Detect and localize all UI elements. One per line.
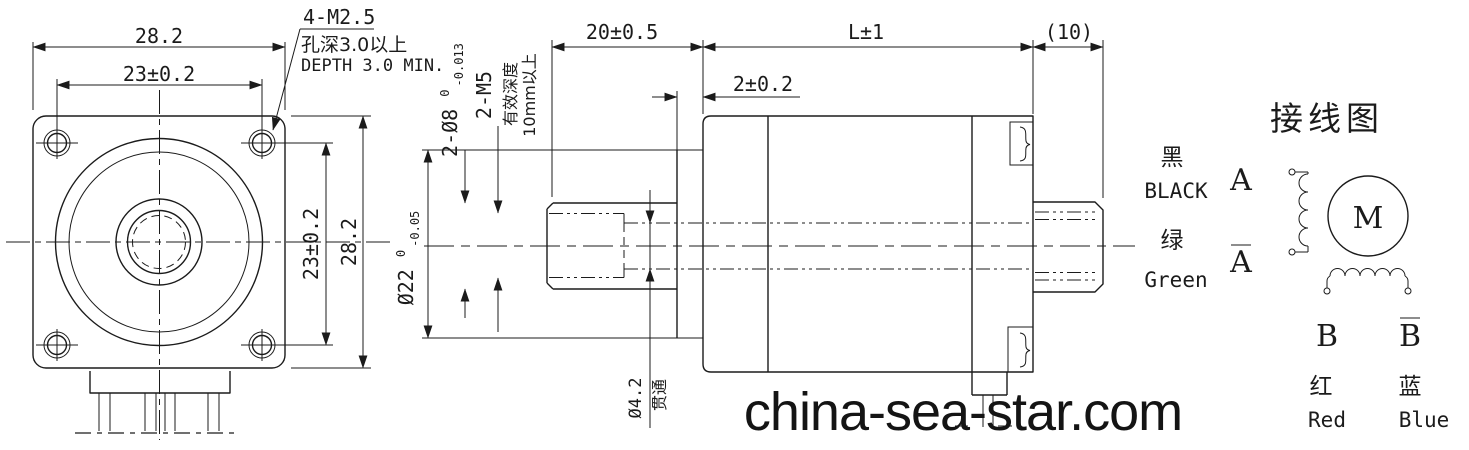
motor-symbol-letter: M [1353, 201, 1384, 236]
front-dim-lines-right [272, 115, 371, 369]
thread-depth-note-mm: 10mm以上 [520, 53, 539, 137]
shaft-dia-tol-lower: -0.013 [452, 43, 466, 86]
front-dim-lines-top [32, 42, 286, 133]
coil-a [1288, 168, 1309, 256]
side-dim-lines-top [551, 40, 1104, 198]
through-hole-callout: Ø4.2 贯通 [626, 190, 669, 428]
rear-tab-bottom [1007, 326, 1033, 372]
thread-callout: 2-M5 有效深度 10mm以上 [472, 53, 539, 332]
boss-dia-value: Ø22 [394, 269, 418, 305]
phase-b-bar-color-cn: 蓝 [1399, 374, 1422, 400]
through-hole-dia: Ø4.2 [626, 378, 646, 419]
dim-width-holes: 23±0.2 [123, 62, 195, 86]
thread-depth-note-cn: 有效深度 [501, 62, 520, 126]
through-hole-note: 贯通 [650, 379, 669, 411]
lead-wire-exit [955, 372, 1012, 427]
note-depth-en: DEPTH 3.0 MIN. [301, 56, 444, 76]
svg-text:Ø22 0 -0.05: Ø22 0 -0.05 [386, 211, 422, 306]
rear-shaft [1033, 201, 1104, 293]
dim-width-outer: 28.2 [135, 24, 183, 48]
phase-b-color-cn: 红 [1310, 374, 1333, 400]
note-depth-cn: 孔深3.0以上 [301, 34, 407, 56]
phase-a-label: A [1229, 163, 1252, 198]
connector [75, 371, 240, 434]
phase-a-bar-color-en: Green [1144, 268, 1207, 292]
front-view: 28.2 23±0.2 23±0.2 28.2 4-M2.5 孔深3.0以上 D… [6, 5, 444, 440]
phase-a-color-en: BLACK [1144, 179, 1208, 203]
note-leader [271, 28, 301, 131]
shaft-dia-tol-upper: 0 [438, 89, 452, 96]
flange-outline [32, 115, 286, 369]
dim-boss-length: 2±0.2 [733, 72, 793, 96]
motor-symbol: M [1327, 175, 1409, 257]
wiring-title: 接线图 [1270, 99, 1384, 138]
phase-a-bar-label: A [1229, 245, 1252, 280]
motor-body [702, 115, 1034, 427]
dim-shaft-length: 20±0.5 [586, 20, 658, 44]
phase-b-label: B [1316, 319, 1338, 354]
thread-spec: 2-M5 [472, 71, 496, 119]
connector-pins [98, 393, 220, 431]
boss-dia-dim: Ø22 0 -0.05 [386, 149, 433, 339]
shaft-dia-callout: 2-Ø8 0 -0.013 [430, 43, 470, 318]
side-view: 20±0.5 L±1 (10) 2±0.2 Ø22 0 -0.05 2-Ø8 0 [386, 20, 1135, 428]
coil-b [1323, 268, 1412, 295]
note-4-m2.5: 4-M2.5 [303, 5, 375, 29]
phase-a-bar-color-cn: 绿 [1161, 228, 1184, 254]
boss-dia-tol-upper: 0 [394, 250, 408, 257]
rear-tab-top [1009, 121, 1033, 166]
dim-height-outer: 28.2 [337, 218, 361, 266]
phase-b-bar-label: B [1399, 319, 1421, 354]
dim-height-holes: 23±0.2 [299, 208, 323, 280]
pilot-boss [422, 149, 703, 339]
tapped-hole-note: 4-M2.5 孔深3.0以上 DEPTH 3.0 MIN. [271, 5, 444, 131]
svg-text:2-Ø8 0 -0.013: 2-Ø8 0 -0.013 [430, 43, 466, 157]
wiring-diagram: 接线图 黑 BLACK A 绿 Green A M [1144, 99, 1449, 432]
hole-bottom-left [36, 329, 78, 361]
watermark-text: china-sea-star.com [744, 382, 1182, 442]
dim-body-length: L±1 [848, 20, 884, 44]
phase-b-bar-color-en: Blue [1399, 408, 1450, 432]
dim-rear-shaft-length: (10) [1045, 20, 1093, 44]
shaft-dia-value: 2-Ø8 [438, 109, 462, 157]
phase-b-color-en: Red [1308, 408, 1346, 432]
hole-bottom-right [241, 329, 283, 361]
boss-dia-tol-lower: -0.05 [408, 211, 422, 247]
phase-a-color-cn: 黑 [1161, 145, 1184, 171]
boss-length-dim: 2±0.2 [652, 72, 800, 150]
